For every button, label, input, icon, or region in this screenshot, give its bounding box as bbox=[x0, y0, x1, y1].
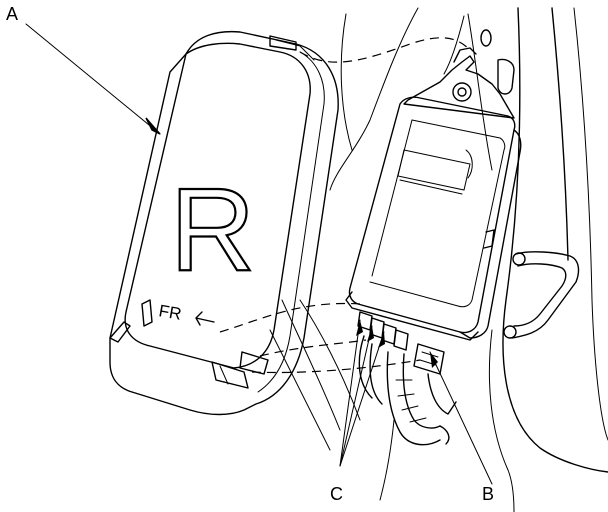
cover-letter: R bbox=[170, 164, 255, 296]
callout-a: A bbox=[6, 4, 18, 24]
control-unit bbox=[345, 47, 522, 341]
callout-c: C bbox=[330, 484, 343, 504]
panel-hole bbox=[480, 29, 515, 95]
cover-marking: FR bbox=[157, 301, 183, 324]
leader-lines bbox=[25, 23, 493, 485]
alignment-lines bbox=[219, 37, 471, 374]
fr-arrow-left-icon bbox=[195, 311, 215, 326]
grab-handle bbox=[503, 251, 580, 339]
fr-mark-arrow-up bbox=[141, 299, 153, 327]
body-panel bbox=[269, 7, 608, 512]
callout-b: B bbox=[482, 484, 494, 504]
cover: R FR bbox=[109, 30, 339, 416]
